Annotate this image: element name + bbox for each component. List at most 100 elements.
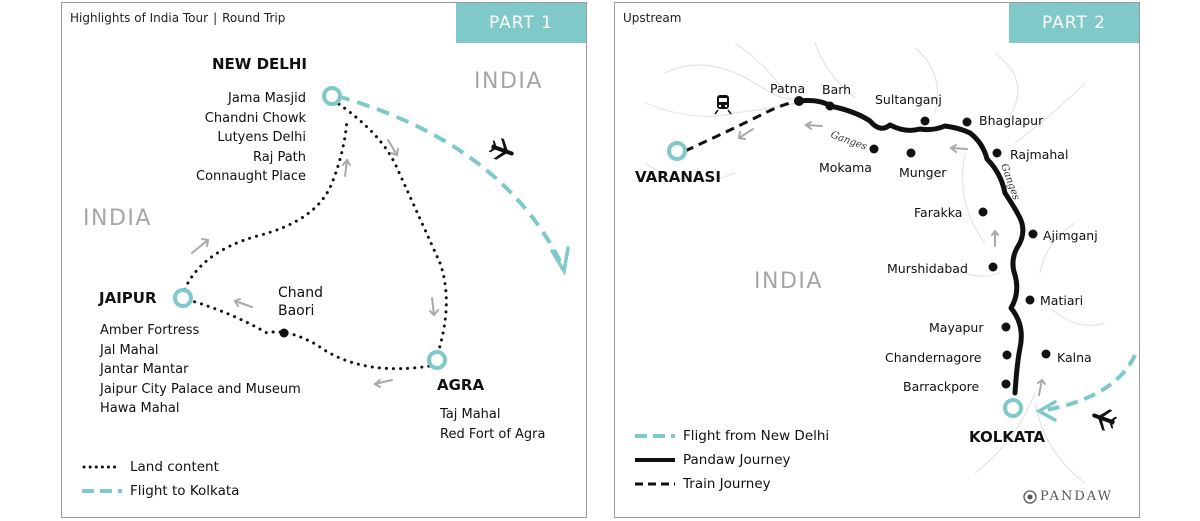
arrow-icon [233, 298, 253, 308]
new-delhi-marker [322, 86, 342, 106]
city-varanasi: VARANASI [635, 168, 721, 186]
barh-marker [825, 101, 835, 111]
country-label-india: INDIA [474, 69, 543, 94]
legend-item-train: Train Journey [635, 472, 829, 496]
farakka-marker [978, 207, 988, 217]
arrow-icon [991, 229, 999, 247]
rajmahal-marker [992, 148, 1002, 158]
sight-item: Lutyens Delhi [217, 130, 306, 145]
dashed-line-swatch [635, 434, 675, 438]
airplane-icon [1092, 409, 1118, 432]
chand-baori-label: Chand Baori [278, 284, 323, 320]
arrow-icon [373, 379, 393, 388]
place-name-line: Chand [278, 285, 323, 301]
part-badge: PART 1 [456, 3, 586, 43]
train-route [684, 99, 801, 153]
mokama-marker [869, 144, 879, 154]
place-label: Barrackpore [903, 379, 980, 394]
legend-label: Pandaw Journey [683, 452, 791, 468]
barrackpore-marker [1001, 379, 1011, 389]
legend-item-flight: Flight from New Delhi [635, 424, 829, 448]
munger-marker [906, 148, 916, 158]
panel-header: Highlights of India Tour | Round Trip [70, 11, 285, 25]
train-icon [714, 95, 732, 115]
land-route-agra-jaipur [190, 299, 438, 371]
legend-label: Flight from New Delhi [683, 428, 830, 444]
place-label: Mayapur [929, 320, 984, 335]
place-label: Ajimganj [1043, 228, 1098, 243]
place-label: Kalna [1057, 350, 1092, 365]
new-delhi-sights: Jama Masjid Chandni Chowk Lutyens Delhi … [196, 89, 306, 187]
tour-subtitle: Round Trip [222, 11, 286, 25]
sight-item: Chandni Chowk [204, 110, 306, 126]
city-new-delhi: NEW DELHI [212, 55, 307, 73]
arrow-icon [949, 144, 968, 153]
legend-item-land: Land content [82, 455, 239, 479]
dotted-line-swatch [82, 465, 122, 469]
place-label: Bhaglapur [979, 113, 1044, 128]
place-label: Murshidabad [887, 261, 968, 276]
tour-title: Highlights of India Tour [70, 11, 209, 25]
sight-item: Jal Mahal [100, 342, 159, 358]
route-map-part-2: Ganges Ganges [644, 42, 1137, 484]
place-label: Sultanganj [875, 92, 942, 107]
route-map-part-1 [173, 86, 570, 388]
header-separator: | [213, 11, 218, 25]
sultanganj-marker [920, 116, 930, 126]
city-jaipur: JAIPUR [99, 289, 157, 307]
pandaw-brand: PANDAW [1023, 489, 1113, 504]
agra-sights: Taj Mahal Red Fort of Agra [440, 405, 546, 444]
place-markers [794, 96, 1051, 389]
kalna-marker [1041, 349, 1051, 359]
place-label: Rajmahal [1010, 147, 1069, 162]
map-legend: Land content Flight to Kolkata [82, 455, 239, 503]
place-label: Chandernagore [885, 350, 982, 365]
country-label-india: INDIA [754, 269, 823, 294]
pandaw-logo-icon [1023, 489, 1037, 504]
sight-item: Jantar Mantar [100, 362, 189, 377]
sight-item: Jama Masjid [228, 91, 306, 106]
river-label-ganges: Ganges [829, 129, 868, 152]
land-route-jaipur-delhi [180, 119, 349, 298]
short-dash-swatch [635, 482, 675, 486]
flight-route-to-kolkata [336, 94, 564, 266]
brand-name: PANDAW [1040, 489, 1113, 504]
murshidabad-marker [988, 262, 998, 272]
place-name-line: Baori [278, 303, 315, 319]
legend-label: Flight to Kolkata [130, 483, 240, 499]
chandernagore-marker [1002, 350, 1012, 360]
place-label: Matiari [1040, 293, 1084, 308]
panel-header: Upstream [623, 11, 682, 25]
place-label: Farakka [914, 205, 963, 220]
place-label: Barh [822, 82, 852, 97]
sight-item: Connaught Place [196, 169, 306, 184]
sight-item: Raj Path [252, 149, 306, 165]
chand-baori-marker [279, 328, 289, 338]
place-label: Munger [899, 165, 947, 180]
ajimganj-marker [1028, 229, 1038, 239]
sight-item: Hawa Mahal [100, 401, 180, 416]
flight-route-from-new-delhi [1040, 354, 1137, 413]
map-legend: Flight from New Delhi Pandaw Journey Tra… [635, 424, 829, 496]
arrow-icon [804, 121, 823, 130]
matiari-marker [1025, 295, 1035, 305]
city-agra: AGRA [437, 376, 485, 394]
land-route-delhi-agra [331, 98, 448, 358]
arrow-icon [1037, 378, 1046, 396]
kolkata-marker [1003, 398, 1023, 418]
legend-label: Train Journey [683, 476, 771, 492]
arrow-icon [429, 297, 439, 317]
bhaglapur-marker [962, 117, 972, 127]
flight-arrowhead [550, 246, 570, 276]
direction-arrows [191, 139, 439, 388]
varanasi-marker [667, 141, 687, 161]
arrow-icon [191, 238, 210, 254]
legend-item-flight: Flight to Kolkata [82, 479, 239, 503]
airplane-icon [488, 137, 514, 160]
direction-arrows [737, 121, 1046, 396]
arrow-icon [737, 128, 754, 140]
place-label: Patna [770, 81, 806, 96]
pandaw-river-journey [796, 98, 1026, 396]
country-label-india: INDIA [83, 206, 152, 231]
solid-line-swatch [635, 458, 675, 462]
